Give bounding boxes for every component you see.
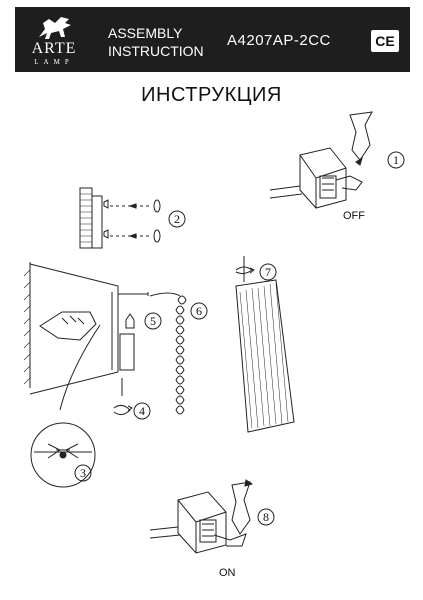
brand-subtitle: LAMP	[34, 58, 74, 66]
step-1-marker: 1	[387, 151, 405, 169]
document-type: ASSEMBLY INSTRUCTION	[108, 24, 204, 60]
document-header: ARTE LAMP ASSEMBLY INSTRUCTION A4207AP-2…	[15, 7, 410, 72]
page-title: ИНСТРУКЦИЯ	[141, 84, 282, 106]
step-3-marker: 3	[74, 464, 92, 482]
griffin-logo-icon	[39, 17, 71, 39]
svg-text:7: 7	[265, 265, 271, 279]
svg-text:2: 2	[174, 212, 180, 226]
screw-illustration	[113, 378, 133, 416]
document-type-line1: ASSEMBLY	[108, 25, 183, 41]
switch-off-illustration	[269, 111, 373, 209]
lampshade-illustration	[235, 256, 295, 433]
chain-illustration	[149, 292, 187, 415]
brand-logo: ARTE LAMP	[21, 13, 93, 67]
document-type-line2: INSTRUCTION	[108, 43, 204, 59]
model-number: A4207AP-2CC	[227, 32, 331, 49]
svg-text:3: 3	[80, 466, 86, 480]
switch-on-label: ON	[219, 567, 236, 579]
mounting-bracket-illustration	[79, 187, 161, 249]
step-2-marker: 2	[168, 210, 186, 228]
svg-text:4: 4	[139, 404, 145, 418]
step-7-marker: 7	[259, 263, 277, 281]
svg-text:5: 5	[150, 314, 156, 328]
step-4-marker: 4	[133, 402, 151, 420]
brand-name: ARTE	[31, 40, 77, 57]
step-6-marker: 6	[190, 302, 208, 320]
step-8-marker: 8	[257, 508, 275, 526]
svg-text:6: 6	[196, 304, 202, 318]
step-5-marker: 5	[144, 312, 162, 330]
switch-on-illustration	[149, 479, 254, 554]
switch-off-label: OFF	[343, 210, 365, 222]
wall-lamp-illustration	[23, 262, 149, 488]
svg-text:1: 1	[393, 153, 399, 167]
svg-text:8: 8	[263, 510, 269, 524]
ce-mark: CE	[371, 30, 399, 52]
step-number-markers: 1 2 3 4 5 6 7 8	[74, 151, 405, 526]
